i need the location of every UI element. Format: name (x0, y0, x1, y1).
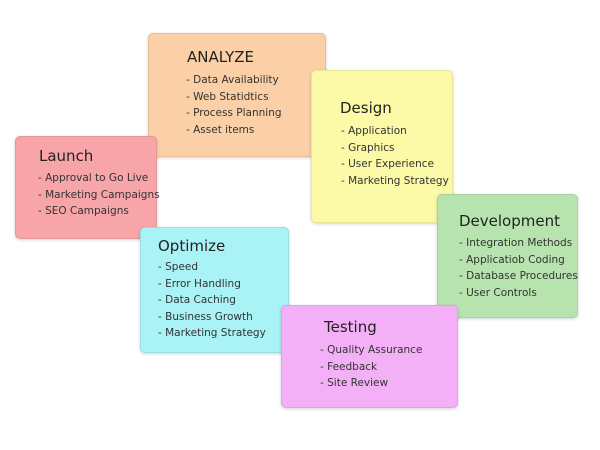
card-optimize: Optimize - Speed - Error Handling - Data… (140, 227, 289, 353)
card-title: Development (459, 212, 560, 230)
card-launch: Launch - Approval to Go Live - Marketing… (15, 136, 160, 239)
list-item: - Data Caching (158, 294, 236, 306)
card-title: Design (340, 99, 392, 117)
card-item-list: - Approval to Go Live - Marketing Campai… (38, 170, 160, 220)
card-development: Development - Integration Methods - Appl… (437, 194, 578, 318)
list-item: - Business Growth (158, 310, 253, 323)
card-title: Launch (39, 147, 94, 165)
card-title: Optimize (158, 237, 226, 255)
list-item: - Site Review (320, 377, 389, 389)
card-title: Testing (324, 318, 377, 336)
card-title: ANALYZE (187, 48, 255, 66)
list-item: - Asset items (186, 123, 255, 136)
list-item: - Marketing Strategy (341, 174, 449, 187)
list-item: - User Experience (341, 158, 434, 170)
list-item: - Web Statidtics (186, 90, 269, 103)
card-item-list: - Application - Graphics - User Experien… (341, 123, 449, 189)
list-item: - Applicatiob Coding (459, 253, 565, 266)
card-item-list: - Quality Assurance - Feedback - Site Re… (320, 342, 422, 392)
card-analyze: ANALYZE - Data Availability - Web Statid… (148, 33, 326, 157)
card-item-list: - Integration Methods - Applicatiob Codi… (459, 235, 578, 301)
list-item: - SEO Campaigns (38, 205, 129, 217)
list-item: - Graphics (341, 141, 395, 154)
list-item: - Data Availability (186, 74, 279, 86)
card-testing: Testing - Quality Assurance - Feedback -… (281, 305, 458, 408)
list-item: - Feedback (320, 360, 378, 373)
list-item: - Database Procedures (459, 270, 578, 282)
list-item: - Approval to Go Live (38, 172, 149, 184)
list-item: - Marketing Campaigns (38, 188, 160, 201)
list-item: - Speed (158, 261, 199, 273)
card-item-list: - Data Availability - Web Statidtics - P… (186, 72, 282, 138)
card-design: Design - Application - Graphics - User E… (311, 70, 453, 223)
list-item: - Error Handling (158, 277, 241, 290)
list-item: - Integration Methods (459, 237, 573, 249)
card-item-list: - Speed - Error Handling - Data Caching … (158, 259, 266, 342)
list-item: - Quality Assurance (320, 344, 423, 356)
list-item: - Process Planning (186, 107, 282, 119)
list-item: - User Controls (459, 286, 537, 299)
list-item: - Marketing Strategy (158, 327, 266, 339)
list-item: - Application (341, 125, 407, 137)
